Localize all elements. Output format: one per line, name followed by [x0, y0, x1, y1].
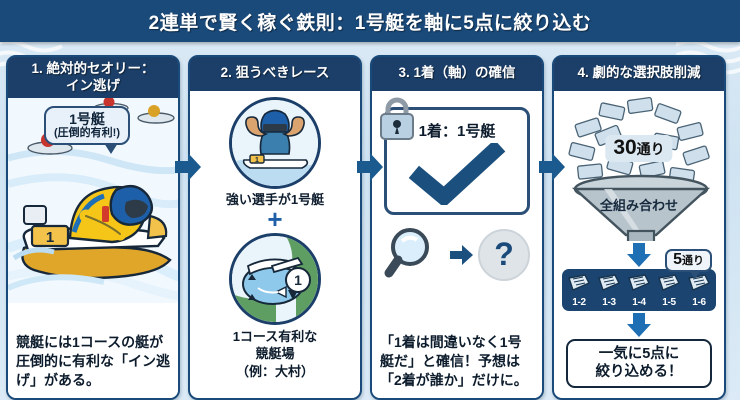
final-result-box: 一気に5点に 絞り込める！	[566, 338, 712, 389]
step-3-body: 1着：1号艇	[372, 91, 542, 398]
check-icon	[408, 142, 506, 205]
ticket-label: 1-4	[632, 296, 646, 308]
step-1-heading-line1: 1. 絶対的セオリー：	[31, 61, 155, 76]
step-2-caption-line1: 1コース有利な	[232, 328, 318, 344]
connector-arrow-3-icon	[539, 153, 565, 181]
arrow-down-icon-2	[627, 312, 651, 337]
arrow-right-icon	[450, 244, 473, 265]
step-2-heading: 2. 狙うべきレース	[190, 57, 360, 91]
steps-container: 1. 絶対的セオリー： イン逃げ	[0, 55, 740, 400]
total-combinations-number: 30	[613, 135, 637, 159]
prediction-icons-row: ?	[372, 225, 542, 285]
bubble-line2: (圧倒的有利!)	[54, 126, 120, 139]
step-3-caption: 「1着は間違いなく1号艇だ」と確信！予想は「2着が誰か」だけに。	[372, 327, 542, 398]
page-title: 2連単で賢く稼ぐ鉄則：1号艇を軸に5点に絞り込む	[148, 12, 592, 34]
step-1-heading-line2: イン逃げ	[66, 77, 120, 93]
step-3-heading-line1: 3. 1着（軸）の確信	[398, 65, 516, 80]
step-4-heading-line1: 4. 劇的な選択肢削減	[577, 65, 701, 80]
step-4-body: 30通り 全組み合わせ 5通り 1	[554, 91, 724, 398]
ticket-icon	[568, 274, 590, 291]
first-place-card-text: 1着：1号艇	[418, 122, 496, 140]
svg-text:1: 1	[255, 157, 259, 164]
funnel-label: 全組み合わせ	[599, 197, 678, 213]
funnel-icon	[568, 96, 711, 241]
arrow-down-icon-1	[627, 242, 651, 267]
step-2-caption-line2: 競艇場	[255, 346, 295, 362]
confirmation-card-wrapper: 1着：1号艇	[380, 97, 530, 215]
result-combinations-number: 5	[673, 250, 682, 268]
svg-text:1: 1	[294, 272, 302, 288]
funnel-area: 30通り 全組み合わせ	[554, 91, 724, 241]
ticket-item[interactable]: 1-3	[597, 274, 621, 308]
muscular-racer-icon: 1	[229, 96, 321, 189]
ticket-icon	[628, 274, 650, 291]
step-1-heading: 1. 絶対的セオリー： イン逃げ	[8, 57, 178, 98]
ticket-label: 1-3	[602, 296, 616, 308]
connector-arrow-1-icon	[175, 153, 201, 181]
result-combinations-unit: 通り	[682, 254, 704, 267]
plus-icon: +	[267, 204, 283, 235]
racecourse-map-icon: 1	[229, 232, 321, 325]
step-2-caption-line3: （例：大村）	[235, 363, 314, 379]
ticket-item[interactable]: 1-2	[567, 274, 591, 308]
step-panel-2[interactable]: 2. 狙うべきレース	[188, 55, 362, 400]
ticket-label: 1-6	[692, 296, 706, 308]
ticket-icon	[598, 274, 620, 291]
step-panel-1[interactable]: 1. 絶対的セオリー： イン逃げ	[6, 55, 180, 400]
first-place-card: 1着：1号艇	[384, 106, 530, 215]
lock-icon	[380, 97, 414, 140]
total-combinations-unit: 通り	[636, 140, 665, 157]
step-2-heading-line1: 2. 狙うべきレース	[220, 65, 330, 80]
step-1-body: 1	[8, 97, 178, 398]
ticket-label: 1-5	[662, 296, 676, 308]
ticket-item[interactable]: 1-6	[687, 274, 711, 308]
bubble-line1: 1号艇	[69, 110, 105, 127]
step-2-body: 1 強い選手が1号艇 +	[190, 91, 360, 398]
header-bar: 2連単で賢く稼ぐ鉄則：1号艇を軸に5点に絞り込む	[0, 0, 740, 42]
question-mark-icon: ?	[478, 228, 530, 281]
magnifier-icon	[384, 227, 429, 278]
ticket-item[interactable]: 1-5	[657, 274, 681, 308]
step-2-label-top: 強い選手が1号艇	[225, 191, 325, 207]
step-panel-3[interactable]: 3. 1着（軸）の確信 1着：1号艇	[370, 55, 544, 400]
ticket-icon	[658, 274, 680, 291]
svg-text:1: 1	[46, 229, 54, 246]
connector-arrow-2-icon	[357, 153, 383, 181]
final-result-line1: 一気に5点に	[598, 345, 680, 362]
final-result-line2: 絞り込める！	[595, 364, 683, 380]
step-1-caption: 競艇には1コースの艇が圧倒的に有利な「イン逃げ」がある。	[8, 327, 178, 398]
step-4-heading: 4. 劇的な選択肢削減	[554, 57, 724, 91]
step-panel-4[interactable]: 4. 劇的な選択肢削減	[552, 55, 726, 400]
step-2-caption: 1コース有利な 競艇場 （例：大村）	[190, 324, 360, 389]
total-combinations-badge: 30通り	[605, 134, 673, 162]
speech-bubble-boat1: 1号艇 (圧倒的有利!)	[44, 105, 130, 155]
ticket-label: 1-2	[572, 296, 586, 308]
ticket-item[interactable]: 1-4	[627, 274, 651, 308]
step-3-heading: 3. 1着（軸）の確信	[372, 57, 542, 91]
tickets-row: 5通り 1-2 1-3	[562, 248, 716, 311]
result-combinations-badge: 5通り	[665, 248, 712, 279]
